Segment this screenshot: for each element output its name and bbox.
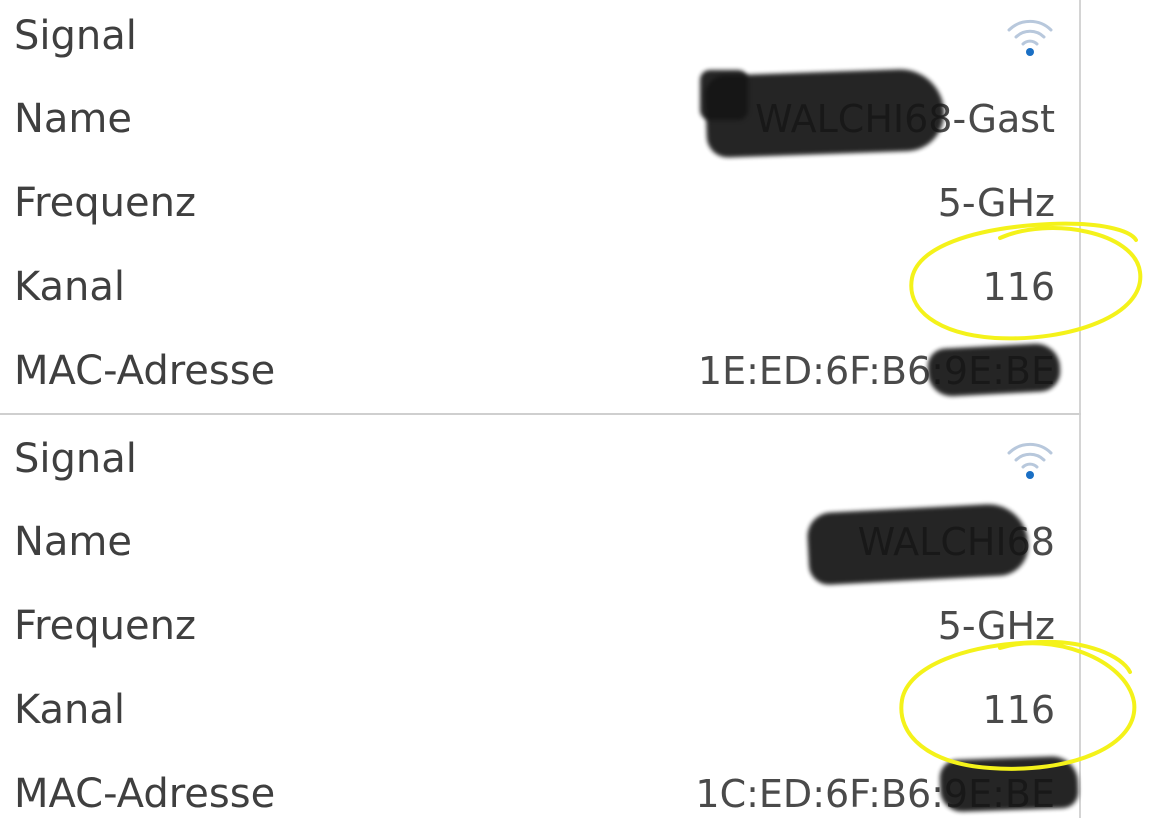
frequency-label: Frequenz	[14, 603, 196, 649]
signal-row: Signal	[0, 0, 1081, 78]
signal-row: Signal	[0, 417, 1081, 501]
mac-label: MAC-Adresse	[14, 348, 276, 394]
signal-label: Signal	[14, 436, 137, 482]
wifi-signal-icon	[1007, 442, 1053, 479]
signal-label: Signal	[14, 13, 137, 59]
frequency-value: 5-GHz	[937, 604, 1055, 648]
channel-value: 116	[982, 265, 1055, 309]
name-label: Name	[14, 96, 133, 142]
frequency-row: Frequenz 5-GHz	[0, 161, 1081, 245]
mac-label: MAC-Adresse	[14, 771, 276, 817]
name-label: Name	[14, 519, 133, 565]
channel-label: Kanal	[14, 687, 126, 733]
redaction-scribble	[939, 755, 1079, 813]
channel-label: Kanal	[14, 264, 126, 310]
frequency-value: 5-GHz	[937, 181, 1055, 225]
channel-value: 116	[982, 688, 1055, 732]
channel-row: Kanal 116	[0, 668, 1081, 752]
mac-row: MAC-Adresse 1C:ED:6F:B6:9E:BE	[0, 752, 1081, 818]
frequency-label: Frequenz	[14, 180, 196, 226]
channel-row: Kanal 116	[0, 245, 1081, 329]
frequency-row: Frequenz 5-GHz	[0, 584, 1081, 668]
mac-row: MAC-Adresse 1E:ED:6F:B6:9E:BE	[0, 329, 1081, 413]
redaction-scribble	[806, 502, 1030, 586]
redaction-scribble	[926, 342, 1062, 398]
redaction-scribble	[700, 70, 748, 120]
wifi-signal-icon	[1007, 19, 1053, 56]
network-divider	[0, 413, 1081, 415]
